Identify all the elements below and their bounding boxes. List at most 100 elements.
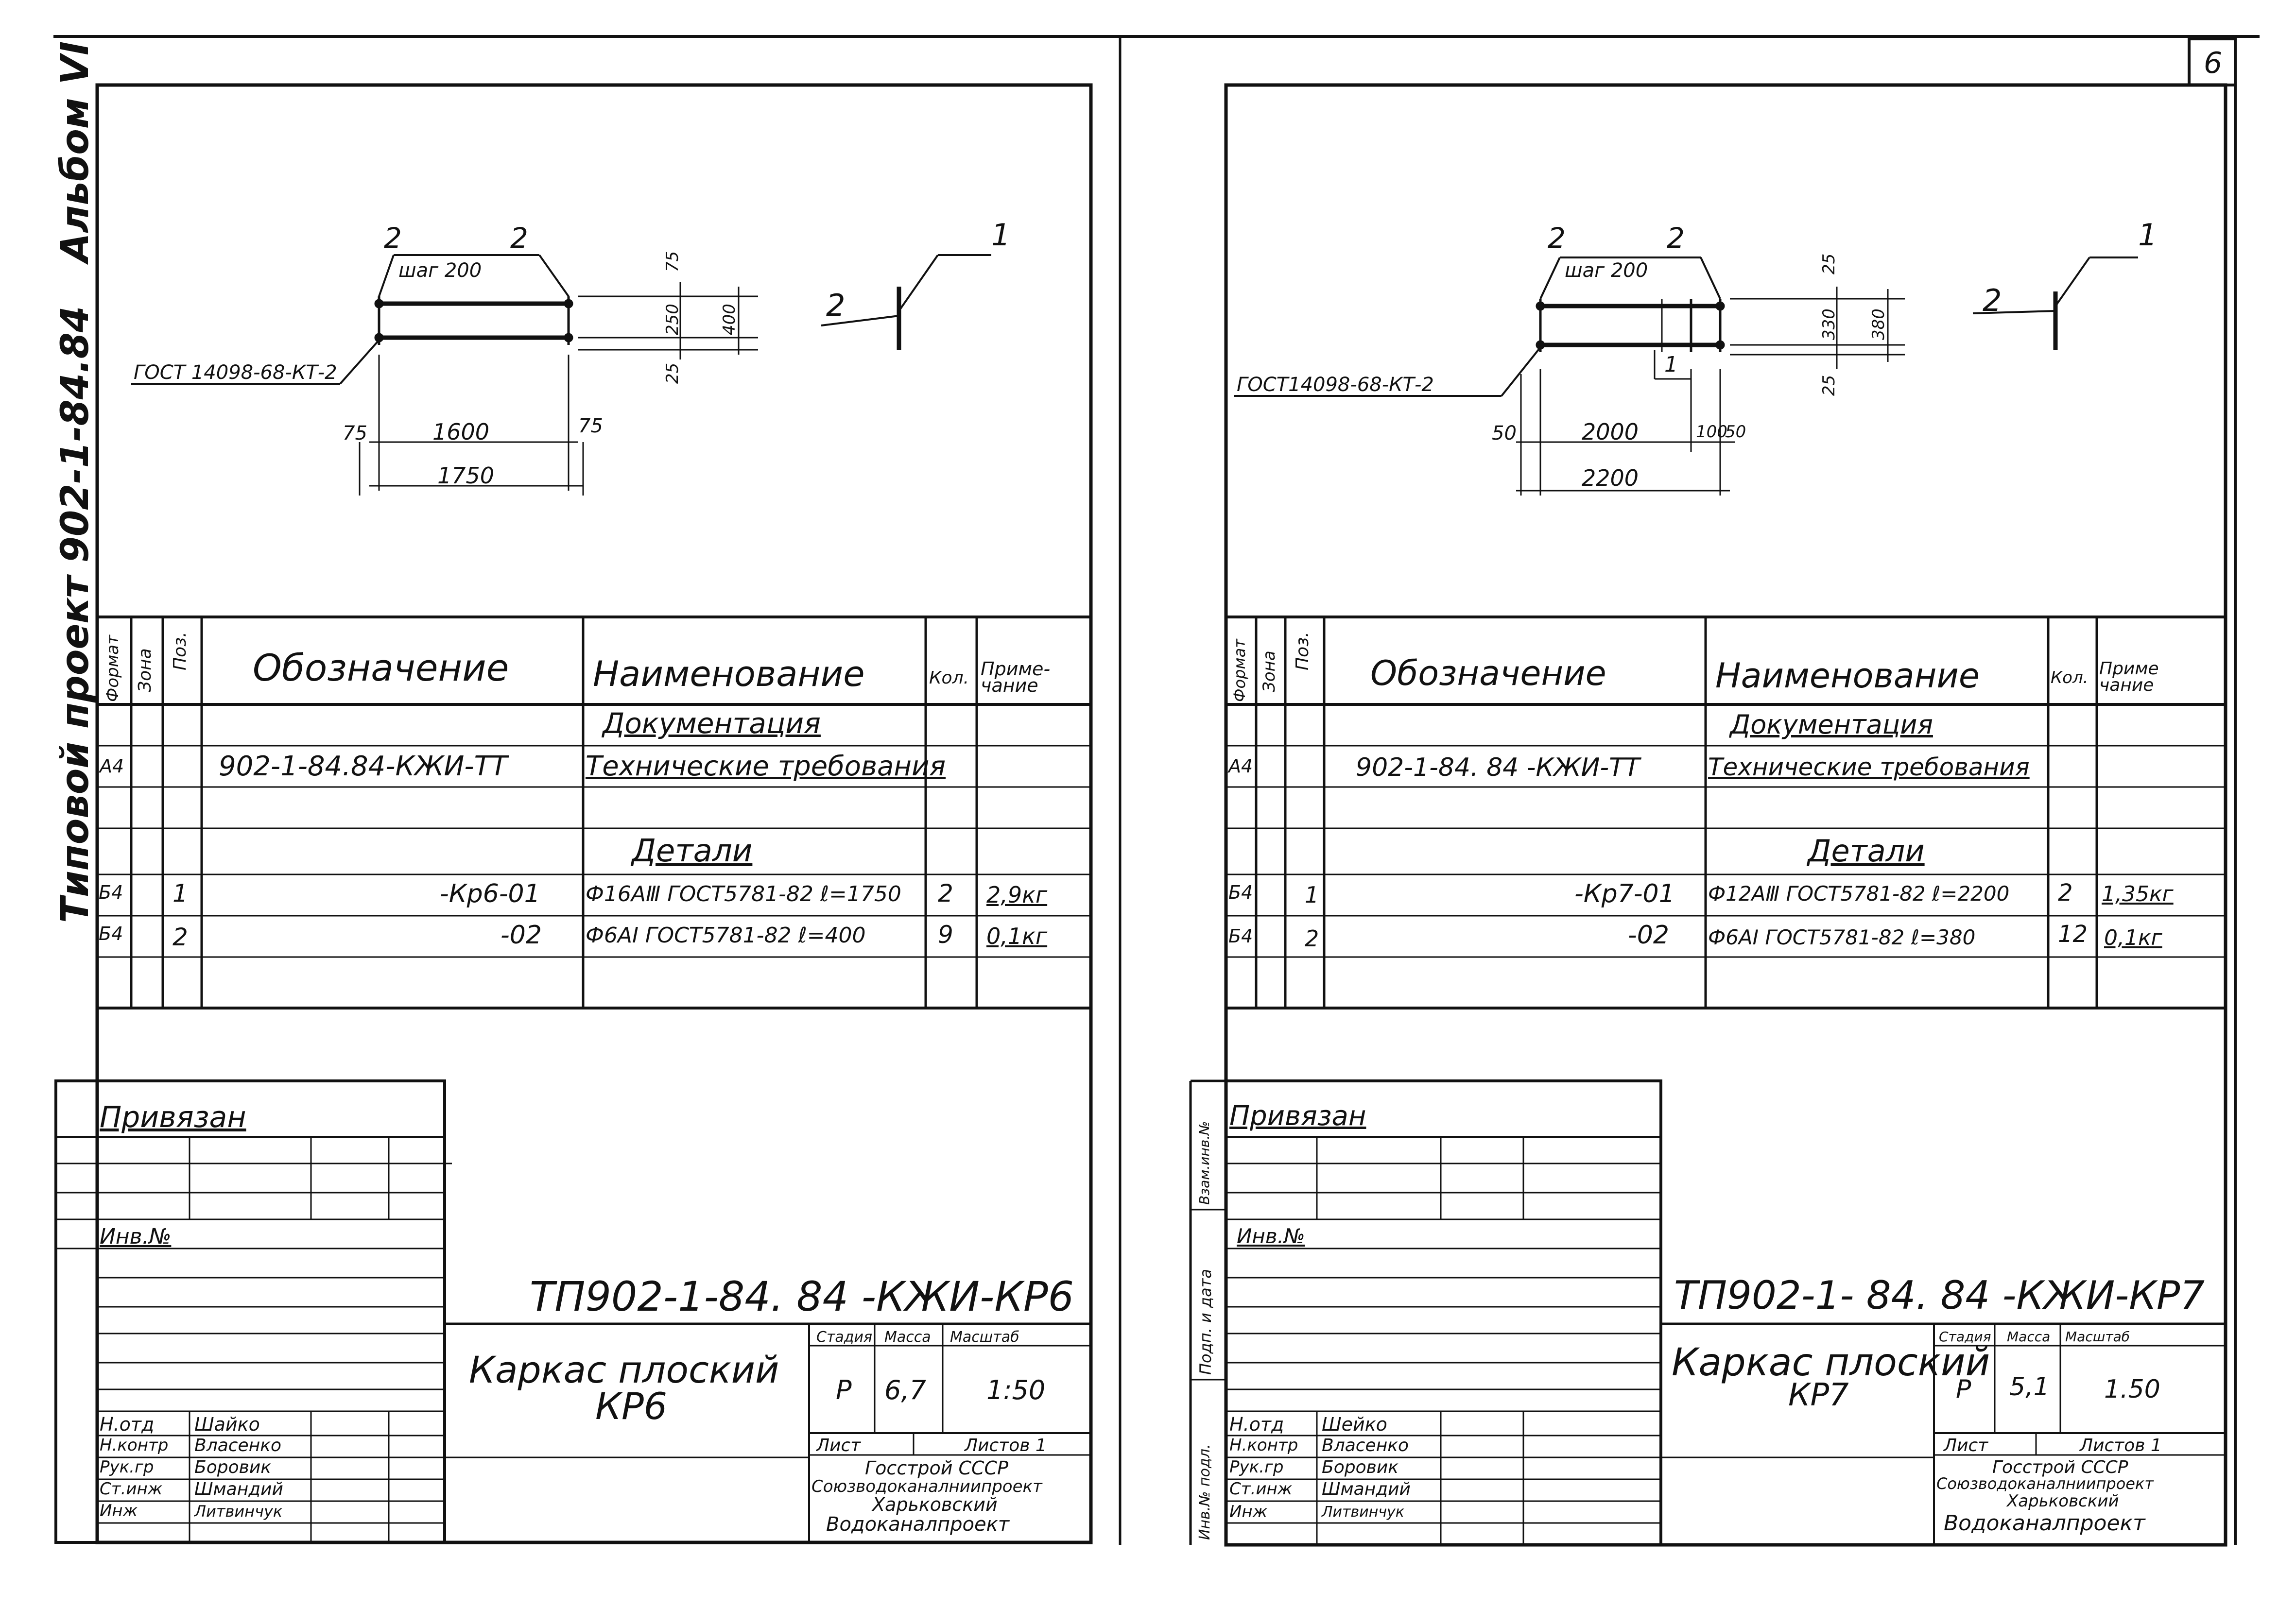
kr6-doc-format: А4 <box>100 755 124 777</box>
kr6-subtitle: КР6 <box>595 1385 668 1428</box>
kr6-org-3: Харьковский <box>872 1494 998 1515</box>
kr7-row2-designation: -02 <box>1628 921 1669 950</box>
sheet-kr7-lines: 2 2 шаг 200 ГОСТ14098-68-КТ-2 1 50 2000 … <box>1189 83 2227 1547</box>
kr7-top-label-1: 2 <box>1548 222 1566 255</box>
kr7-top-label-2: 2 <box>1667 222 1685 255</box>
kr6-side-label-1: 1 <box>991 217 1010 253</box>
kr6-bound-label: Привязан <box>100 1100 246 1134</box>
kr7-org-4: Водоканалпроект <box>1944 1511 2145 1536</box>
kr6-role-5: Инж <box>100 1501 138 1521</box>
kr6-dim-total: 1750 <box>437 462 494 489</box>
kr6-header-format: Формат <box>103 635 122 702</box>
kr7-scale: 1.50 <box>2104 1375 2160 1404</box>
kr7-doc-format: А4 <box>1228 755 1253 777</box>
kr7-side-stamp-1: Взам.инв.№ <box>1196 1121 1212 1205</box>
kr7-name-4: Шмандий <box>1322 1479 1411 1499</box>
kr6-org-4: Водоканалпроект <box>826 1513 1010 1536</box>
kr7-dim-50-left: 50 <box>1492 422 1517 445</box>
kr7-side-label-2: 2 <box>1983 283 2002 318</box>
kr6-name-3: Боровик <box>194 1457 271 1477</box>
kr6-role-4: Ст.инж <box>100 1479 163 1499</box>
kr6-mass-header: Масса <box>884 1329 931 1346</box>
kr6-gost-label: ГОСТ 14098-68-КТ-2 <box>134 361 337 384</box>
kr6-dim-bot: 25 <box>663 363 682 384</box>
kr6-dim-main: 1600 <box>432 419 489 445</box>
kr7-side-label-1: 1 <box>2138 217 2157 253</box>
kr6-row1-name: Ф16АⅢ ГОСТ5781-82 ℓ=1750 <box>586 882 901 907</box>
kr6-name-4: Шмандий <box>194 1479 283 1499</box>
kr6-dim-height: 400 <box>720 304 739 335</box>
kr7-doc-designation: 902-1-84. 84 -КЖИ-ТТ <box>1356 753 1640 782</box>
sheet-kr7: 2 2 шаг 200 ГОСТ14098-68-КТ-2 1 50 2000 … <box>1137 0 2274 1608</box>
kr6-row2-designation: -02 <box>501 921 542 950</box>
frame-drawing-kr6 <box>131 254 991 496</box>
kr7-row2-qty: 12 <box>2058 921 2088 948</box>
kr6-row2-qty: 9 <box>938 921 953 949</box>
page-number: 6 <box>2204 46 2223 80</box>
kr7-row1-name: Ф12АⅢ ГОСТ5781-82 ℓ=2200 <box>1708 882 2010 906</box>
kr7-name-2: Власенко <box>1322 1436 1409 1455</box>
kr6-row1-designation: -Кр6-01 <box>440 879 540 908</box>
kr6-top-label-2: 2 <box>510 222 528 255</box>
kr7-role-2: Н.контр <box>1229 1436 1298 1455</box>
kr7-row2-pos: 2 <box>1305 925 1319 952</box>
kr7-dim-bot: 25 <box>1819 375 1839 396</box>
kr7-header-zone: Зона <box>1260 650 1279 692</box>
kr7-header-pos: Поз. <box>1293 632 1312 670</box>
kr6-doc-designation: 902-1-84.84-КЖИ-ТТ <box>219 751 508 782</box>
kr7-bound-label: Привязан <box>1229 1100 1366 1132</box>
kr6-org-2: Союзводоканалниипроект <box>811 1477 1042 1496</box>
kr6-name-2: Власенко <box>194 1436 282 1455</box>
kr6-mass: 6,7 <box>884 1375 926 1405</box>
kr6-row1-note: 2,9кг <box>986 882 1048 908</box>
kr7-sheet-header: Лист <box>1944 1436 1988 1455</box>
kr6-step-label: шаг 200 <box>398 259 482 282</box>
kr7-doc-name: Технические требования <box>1708 753 2030 781</box>
kr7-step-label: шаг 200 <box>1565 259 1648 282</box>
kr6-title: Каркас плоский <box>469 1348 779 1391</box>
kr6-header-note: Приме-чание <box>981 658 1051 696</box>
kr7-row1-designation: -Кр7-01 <box>1574 879 1675 908</box>
kr7-dim-height: 380 <box>1869 308 1888 340</box>
kr6-sheets-header: Листов 1 <box>965 1436 1047 1455</box>
kr7-sheets-header: Листов 1 <box>2080 1436 2162 1455</box>
kr6-row2-pos: 2 <box>173 923 188 951</box>
kr6-stage: Р <box>836 1375 852 1405</box>
kr6-role-1: Н.отд <box>100 1414 155 1435</box>
kr7-side-stamp-2: Подп. и дата <box>1196 1269 1215 1375</box>
kr7-header-note: Приме чание <box>2099 659 2159 695</box>
kr6-top-label-1: 2 <box>384 222 402 255</box>
kr7-dim-top: 25 <box>1819 254 1839 274</box>
kr6-section-parts: Детали <box>632 833 753 869</box>
kr7-header-designation: Обозначение <box>1370 653 1606 693</box>
kr7-role-4: Ст.инж <box>1229 1479 1293 1499</box>
kr7-header-qty: Кол. <box>2051 668 2089 687</box>
kr7-dim-50-right: 50 <box>1725 422 1746 442</box>
kr6-inv-label: Инв.№ <box>100 1224 172 1249</box>
kr7-row2-name: Ф6АⅠ ГОСТ5781-82 ℓ=380 <box>1708 925 1976 949</box>
kr7-org-2: Союзводоканалниипроект <box>1936 1474 2154 1493</box>
kr6-scale: 1:50 <box>986 1375 1046 1405</box>
kr7-header-name: Наименование <box>1715 656 1980 696</box>
kr6-dim-mid: 250 <box>663 304 682 335</box>
kr7-role-5: Инж <box>1229 1502 1268 1522</box>
kr7-mass-header: Масса <box>2007 1329 2051 1345</box>
kr7-row1-note: 1,35кг <box>2102 882 2174 907</box>
kr6-dim-75-right: 75 <box>578 415 603 437</box>
kr7-doc-code: ТП902-1- 84. 84 -КЖИ-КР7 <box>1674 1273 2205 1318</box>
kr7-role-3: Рук.гр <box>1229 1457 1284 1477</box>
sheet-kr6: 2 2 шаг 200 ГОСТ 14098-68-КТ-2 75 1600 7… <box>0 0 1137 1608</box>
kr7-stage: Р <box>1956 1375 1971 1404</box>
kr6-row1-qty: 2 <box>938 879 953 907</box>
kr6-row2-name: Ф6АⅠ ГОСТ5781-82 ℓ=400 <box>586 923 866 948</box>
kr7-section-parts: Детали <box>1808 833 1925 869</box>
kr7-dim-mid: 330 <box>1819 308 1839 340</box>
kr6-header-qty: Кол. <box>929 668 969 688</box>
kr7-row1-pos: 1 <box>1305 882 1319 908</box>
kr6-header-zone: Зона <box>135 648 155 692</box>
kr6-side-label-2: 2 <box>826 288 845 323</box>
kr7-subtitle: КР7 <box>1788 1377 1849 1413</box>
kr6-header-pos: Поз. <box>170 632 190 670</box>
kr7-header-format: Формат <box>1230 639 1249 702</box>
